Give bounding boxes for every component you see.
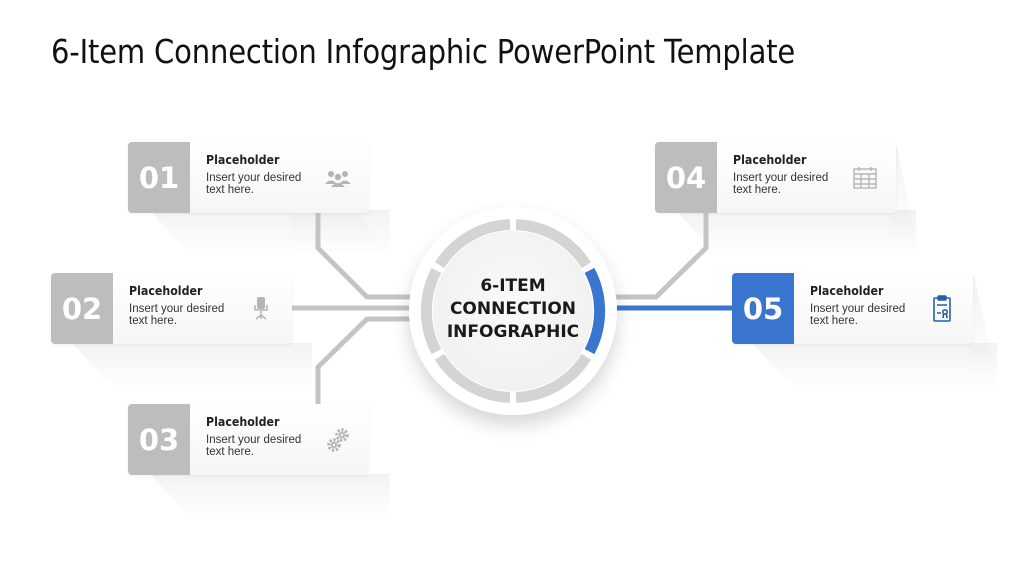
card-shadow: [150, 474, 390, 522]
item-text: Insert your desired text here.: [206, 172, 302, 196]
ring-segment: [515, 219, 592, 269]
ring-segment: [434, 219, 511, 269]
item-text: Insert your desired text here.: [733, 172, 829, 196]
connector-01: [315, 213, 410, 300]
connector-03: [315, 316, 410, 404]
certificate-clipboard-icon: [927, 295, 957, 323]
card-shadow: [150, 210, 390, 260]
calendar-icon: [850, 164, 880, 192]
ring-segment: [434, 353, 511, 403]
item-number: 04: [655, 142, 717, 213]
ring-segment-active: [584, 267, 606, 355]
card-shadow: [676, 210, 916, 260]
item-text: Insert your desired text here.: [129, 303, 225, 327]
item-card-05[interactable]: 05 Placeholder Insert your desired text …: [732, 273, 973, 344]
card-shadow: [752, 343, 997, 391]
item-heading: Placeholder: [810, 284, 884, 298]
gears-icon: [323, 426, 353, 454]
item-number: 01: [128, 142, 190, 213]
item-card-01[interactable]: 01 Placeholder Insert your desired text …: [128, 142, 369, 213]
item-heading: Placeholder: [733, 153, 807, 167]
item-number: 05: [732, 273, 794, 344]
connector-04: [615, 213, 709, 300]
item-heading: Placeholder: [206, 415, 280, 429]
item-heading: Placeholder: [206, 153, 280, 167]
item-text: Insert your desired text here.: [206, 434, 302, 458]
item-text: Insert your desired text here.: [810, 303, 906, 327]
center-label-line: 6-ITEM: [480, 276, 546, 296]
slide-title: 6-Item Connection Infographic PowerPoint…: [51, 32, 796, 71]
item-heading: Placeholder: [129, 284, 203, 298]
item-card-04[interactable]: 04 Placeholder Insert your desired text …: [655, 142, 896, 213]
item-card-02[interactable]: 02 Placeholder Insert your desired text …: [51, 273, 292, 344]
item-card-03[interactable]: 03 Placeholder Insert your desired text …: [128, 404, 369, 475]
center-label-line: CONNECTION: [449, 299, 577, 319]
office-chair-icon: [246, 295, 276, 323]
ring-segment: [515, 353, 592, 403]
item-number: 03: [128, 404, 190, 475]
center-label: 6-ITEM CONNECTION INFOGRAPHIC: [440, 275, 586, 344]
item-number: 02: [51, 273, 113, 344]
team-icon: [323, 164, 353, 192]
ring-segment: [420, 267, 442, 355]
card-shadow: [72, 343, 312, 391]
center-label-line: INFOGRAPHIC: [446, 322, 580, 342]
